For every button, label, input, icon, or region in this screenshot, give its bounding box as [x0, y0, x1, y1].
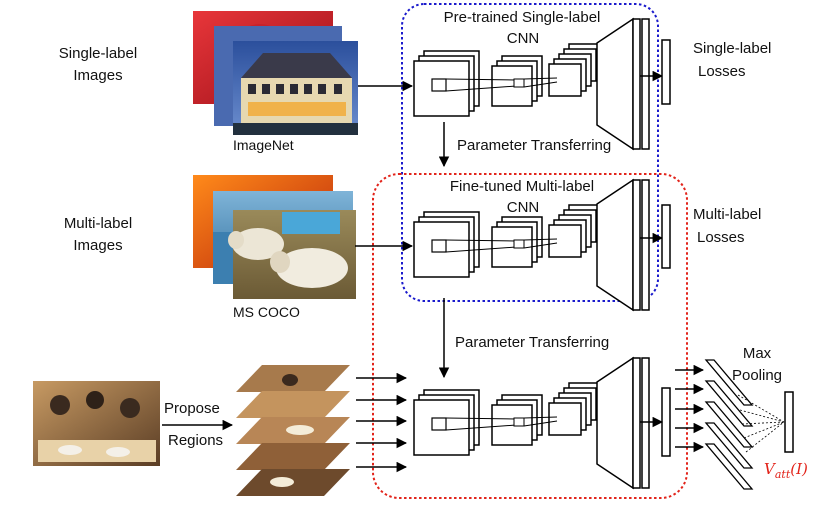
pooling-connection — [743, 421, 785, 439]
projection-line — [445, 85, 517, 92]
finetuned-cnn-diagram — [413, 178, 650, 312]
param-transfer-label-2: Parameter Transferring — [455, 334, 609, 351]
pooling-plane — [704, 443, 754, 490]
pooling-connection — [737, 394, 785, 423]
fc-layer — [632, 18, 641, 150]
pooling-plane — [704, 380, 754, 427]
svg-text:Vatt(I): Vatt(I) — [764, 460, 808, 481]
fc-layer — [641, 179, 650, 311]
single-losses-line2: Losses — [698, 63, 746, 80]
regions-label: Regions — [168, 432, 223, 449]
pooling-connection — [741, 421, 785, 425]
fc-layer — [632, 179, 641, 311]
projection-line — [523, 238, 558, 241]
pretrained-cnn-subtitle: CNN — [507, 30, 540, 47]
single-loss-vector — [661, 39, 671, 105]
v-att-argument: (I) — [790, 460, 808, 478]
pooling-connection — [745, 421, 785, 453]
finetuned-cnn-box — [372, 173, 688, 499]
kernel-window — [513, 417, 525, 427]
single-label-images-line1: Single-label — [59, 45, 137, 62]
region-proposals-stack — [236, 365, 350, 496]
v-att-symbol: V — [764, 460, 777, 478]
projection-line — [523, 81, 558, 88]
pretrained-cnn-title: Pre-trained Single-label — [444, 9, 601, 26]
projection-line — [445, 417, 517, 420]
max-label: Max — [743, 345, 772, 362]
multi-loss-vector — [661, 204, 671, 269]
conv-layer-3 — [548, 224, 582, 258]
v-att-label: Vatt(I) — [764, 460, 808, 481]
param-transfer-label-1: Parameter Transferring — [457, 137, 611, 154]
pooling-plane — [704, 359, 754, 406]
max-pooling-stack — [704, 359, 785, 490]
fc-layer — [596, 178, 634, 312]
pooling-plane — [704, 401, 754, 448]
multi-label-images-line1: Multi-label — [64, 215, 132, 232]
projection-line — [445, 239, 517, 242]
kernel-window — [431, 78, 447, 92]
pooling-plane — [704, 422, 754, 469]
kernel-window — [431, 417, 447, 431]
imagenet-caption: ImageNet — [233, 137, 294, 153]
region-cnn-diagram — [413, 356, 650, 490]
pretrained-cnn-box — [401, 3, 659, 302]
projection-line — [523, 420, 558, 427]
mscoco-caption: MS COCO — [233, 304, 300, 320]
single-label-images-line2: Images — [73, 67, 122, 84]
single-losses-line1: Single-label — [693, 40, 771, 57]
v-att-vector — [784, 391, 794, 453]
imagenet-image-stack — [193, 11, 358, 135]
kernel-window — [513, 78, 525, 88]
projection-line — [523, 416, 558, 419]
fc-layer — [596, 17, 634, 151]
projection-line — [445, 246, 517, 253]
kernel-window — [513, 239, 525, 249]
kernel-window — [431, 239, 447, 253]
v-att-subscript: att — [775, 468, 791, 481]
pretrained-cnn-diagram — [413, 17, 650, 151]
conv-layer-3 — [548, 63, 582, 97]
mscoco-image-stack — [193, 175, 356, 299]
projection-line — [445, 424, 517, 431]
fc-layer — [596, 356, 634, 490]
pooling-label: Pooling — [732, 367, 782, 384]
projection-line — [445, 78, 517, 81]
fc-layer — [641, 18, 650, 150]
conv-layer-2 — [491, 226, 533, 268]
region-proposal — [236, 443, 350, 470]
fc-layer — [641, 357, 650, 489]
multi-losses-line1: Multi-label — [693, 206, 761, 223]
conv-layer-3 — [548, 402, 582, 436]
projection-line — [523, 77, 558, 80]
projection-line — [523, 242, 558, 249]
fc-layer — [632, 357, 641, 489]
multi-losses-line2: Losses — [697, 229, 745, 246]
dining-photo — [33, 381, 160, 466]
propose-label: Propose — [164, 400, 220, 417]
multi-label-images-line2: Images — [73, 237, 122, 254]
region-output-vector — [661, 387, 671, 457]
region-proposal — [236, 391, 350, 418]
finetuned-cnn-title: Fine-tuned Multi-label — [450, 178, 594, 195]
finetuned-cnn-subtitle: CNN — [507, 199, 540, 216]
